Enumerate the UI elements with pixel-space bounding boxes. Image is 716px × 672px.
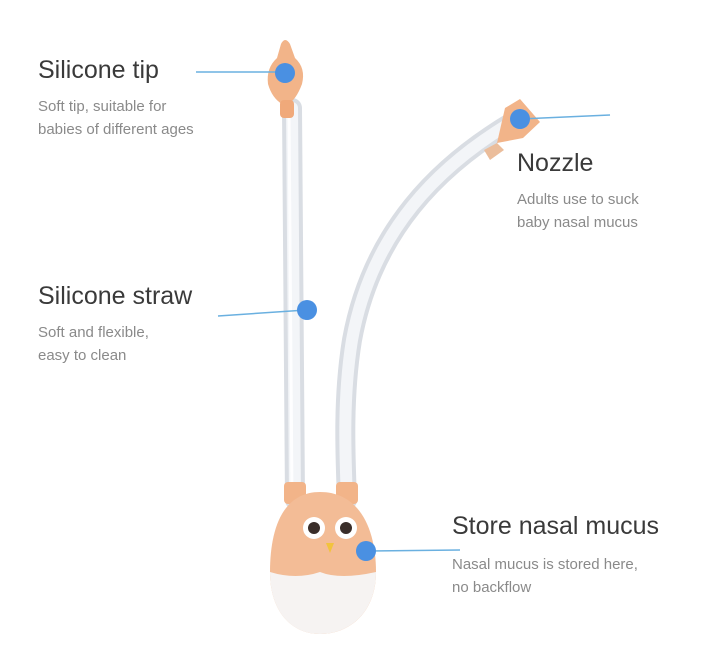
callout-title: Store nasal mucus — [452, 512, 660, 540]
callout-description: Soft tip, suitable for babies of differe… — [38, 95, 194, 142]
callout-title: Nozzle — [517, 149, 594, 177]
nozzle-marker — [510, 109, 530, 129]
callout-title: Silicone straw — [38, 282, 193, 310]
callout-store-nasal-mucus: Store nasal mucus Nasal mucus is stored … — [452, 512, 660, 600]
desc-line: no backflow — [452, 578, 532, 596]
callout-title: Silicone tip — [38, 56, 159, 84]
desc-line: Adults use to suck — [517, 190, 639, 208]
callout-silicone-tip: Silicone tip Soft tip, suitable for babi… — [38, 56, 194, 142]
store-nasal-mucus-marker — [356, 541, 376, 561]
callout-description: Adults use to suck baby nasal mucus — [517, 188, 639, 235]
callout-description: Soft and flexible, easy to clean — [38, 321, 192, 368]
silicone-straw-marker — [297, 300, 317, 320]
desc-line: Soft and flexible, — [38, 323, 149, 341]
owl-container-icon — [270, 492, 376, 634]
callout-silicone-straw: Silicone straw Soft and flexible, easy t… — [38, 282, 193, 368]
desc-line: baby nasal mucus — [517, 213, 638, 231]
desc-line: Nasal mucus is stored here, — [452, 555, 638, 573]
silicone-tip-marker — [275, 63, 295, 83]
desc-line: easy to clean — [38, 346, 127, 364]
callout-nozzle: Nozzle Adults use to suck baby nasal muc… — [517, 149, 639, 235]
callout-description: Nasal mucus is stored here, no backflow — [452, 553, 659, 600]
desc-line: babies of different ages — [38, 120, 194, 138]
desc-line: Soft tip, suitable for — [38, 97, 167, 115]
